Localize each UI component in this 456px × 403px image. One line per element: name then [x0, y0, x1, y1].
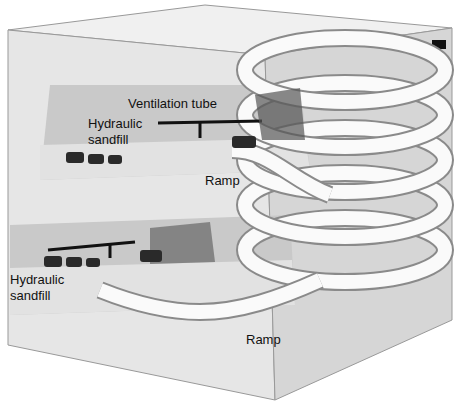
part-label: Hydraulic sandfill [10, 272, 76, 304]
part-label: Ramp [246, 332, 281, 348]
part-label: Ramp [205, 173, 240, 189]
part-label: Hydraulic sandfill [88, 116, 154, 148]
part-label: Ventilation tube [128, 96, 217, 112]
